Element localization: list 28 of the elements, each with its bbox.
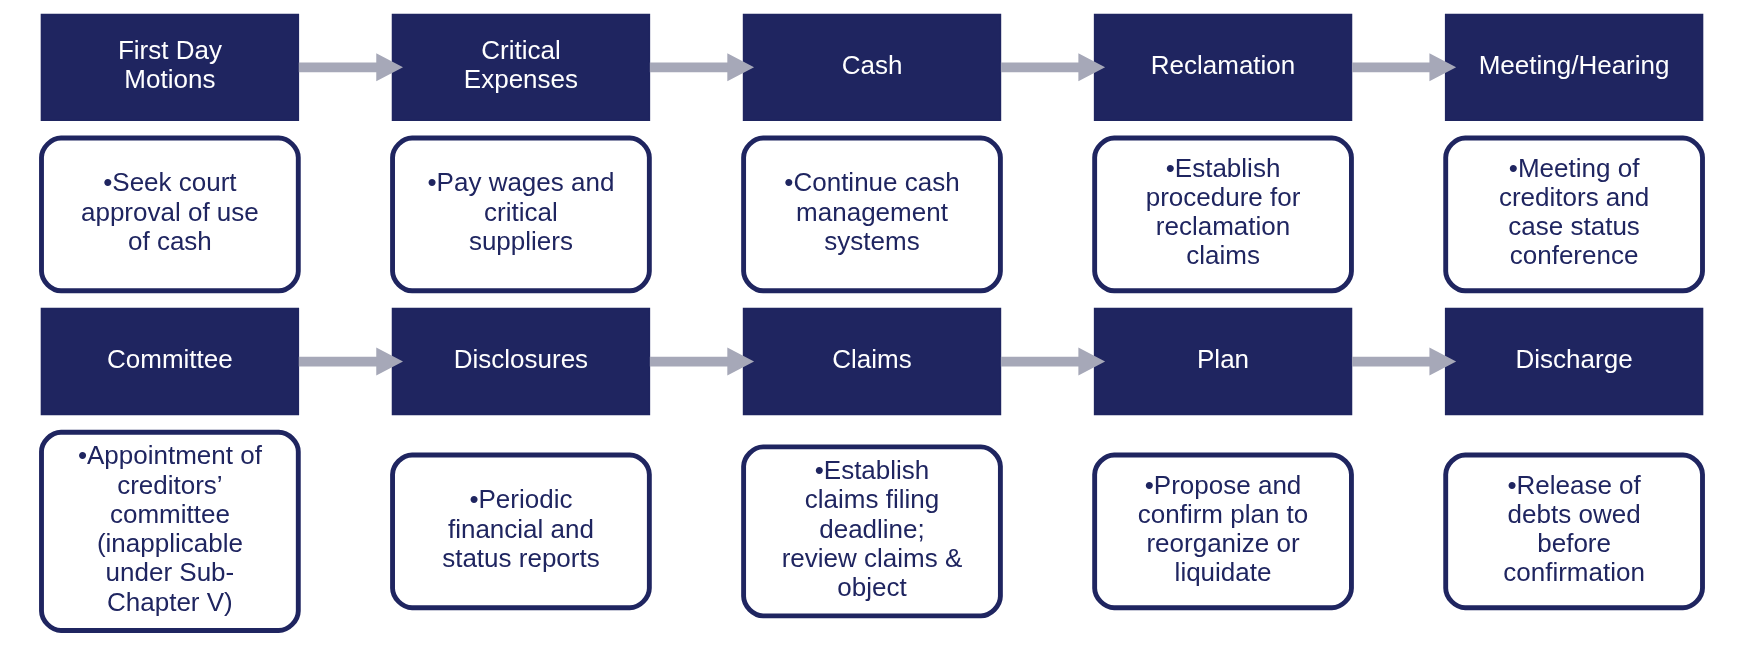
arrow: [649, 53, 755, 82]
node-box: •Continue cash management systems: [741, 135, 1003, 294]
arrow: [298, 347, 403, 376]
arrow: [1000, 347, 1106, 376]
node-box: •Appointment of creditors’ committee (inapplicable under Sub-Chapter V): [39, 429, 301, 633]
node-box: Meeting/Hearing: [1444, 13, 1704, 121]
node-box: •Seek court approval of use of cash: [39, 135, 301, 294]
node-box: Plan: [1093, 307, 1353, 416]
node-box: •Meeting of creditors and case status conference: [1443, 135, 1705, 294]
node-box: Critical Expenses: [391, 13, 651, 121]
node-box: Reclamation: [1093, 13, 1353, 121]
arrow: [1351, 53, 1457, 82]
node-box: Disclosures: [391, 307, 651, 416]
arrow: [298, 53, 403, 82]
arrow: [1000, 53, 1106, 82]
node-box: Discharge: [1444, 307, 1704, 416]
node-box: •Release of debts owed before confirmation: [1443, 452, 1705, 611]
node-box: •Pay wages and critical suppliers: [390, 135, 652, 294]
node-box: Claims: [742, 307, 1002, 416]
arrow: [649, 347, 755, 376]
node-box: •Establish claims filing deadline; review claims & object: [741, 444, 1003, 619]
node-box: Committee: [40, 307, 300, 416]
node-box: First Day Motions: [40, 13, 300, 121]
node-box: •Periodic financial and status reports: [390, 452, 652, 611]
node-box: Cash: [742, 13, 1002, 121]
arrow: [1351, 347, 1457, 376]
node-box: •Establish procedure for reclamation claims: [1092, 135, 1354, 294]
node-box: •Propose and confirm plan to reorganize or liquidate: [1092, 452, 1354, 611]
